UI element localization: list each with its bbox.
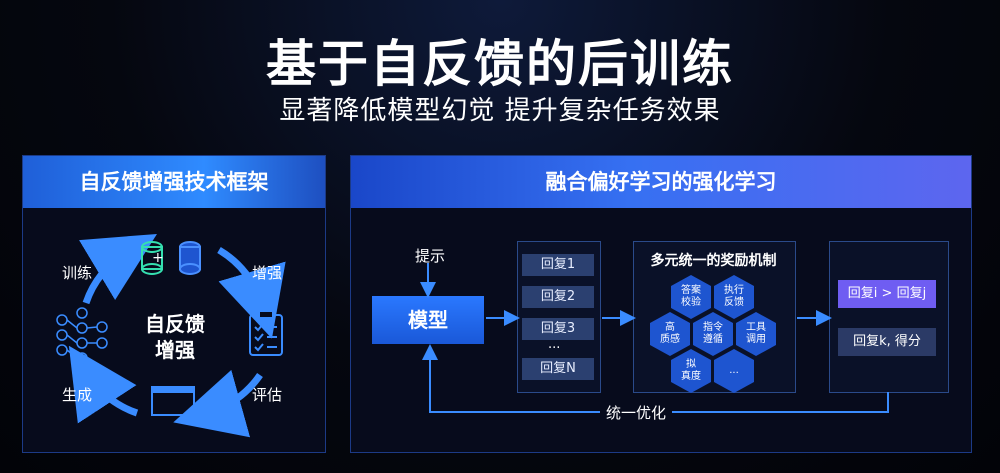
label-train: 训练	[62, 264, 93, 282]
database-icon	[141, 241, 163, 275]
response-n: 回复N	[522, 358, 594, 380]
output-score: 回复k, 得分	[838, 328, 936, 356]
hex-answer-check: 答案校验	[671, 275, 711, 319]
cycle-arrow-bottom-left	[68, 345, 139, 424]
cycle-arrow-bottom-right	[173, 369, 263, 438]
self-feedback-cycle-diagram	[56, 233, 286, 438]
hex-realism: 拟真度	[671, 349, 711, 393]
cycle-arrow-top-right	[217, 246, 286, 339]
hex-instruction-following: 指令遵循	[693, 312, 733, 356]
response-3: 回复3	[522, 318, 594, 340]
document-icon	[151, 386, 195, 416]
label-generate: 生成	[62, 386, 93, 404]
response-1: 回复1	[522, 254, 594, 276]
database-enhanced-icon	[179, 241, 201, 275]
cycle-arrow-top-left	[78, 233, 157, 305]
neural-network-icon	[56, 307, 108, 364]
page-subtitle: 显著降低模型幻觉 提升复杂任务效果	[279, 96, 721, 126]
label-enhance: 增强	[252, 264, 283, 282]
center-label: 自反馈 增强	[140, 311, 210, 363]
rl-preference-header: 融合偏好学习的强化学习	[351, 156, 971, 208]
center-line-1: 自反馈	[145, 312, 205, 336]
output-column	[829, 241, 949, 393]
page-title: 基于自反馈的后训练	[266, 35, 734, 93]
label-evaluate: 评估	[252, 386, 283, 404]
optimize-label: 统一优化	[600, 402, 673, 423]
prompt-label: 提示	[415, 247, 446, 265]
hex-high-quality: 高质感	[650, 312, 690, 356]
checklist-icon	[249, 310, 283, 356]
plus-sign: +	[152, 250, 164, 266]
hex-tool-calling: 工具调用	[736, 312, 776, 356]
reward-title: 多元统一的奖励机制	[650, 253, 777, 269]
center-line-2: 增强	[155, 338, 195, 362]
response-ellipsis: ...	[548, 337, 561, 352]
model-box: 模型	[372, 296, 484, 344]
response-2: 回复2	[522, 286, 594, 308]
self-feedback-header: 自反馈增强技术框架	[23, 156, 325, 208]
hex-more: ...	[714, 349, 754, 393]
hex-execution-feedback: 执行反馈	[714, 275, 754, 319]
output-compare: 回复i > 回复j	[838, 280, 936, 308]
